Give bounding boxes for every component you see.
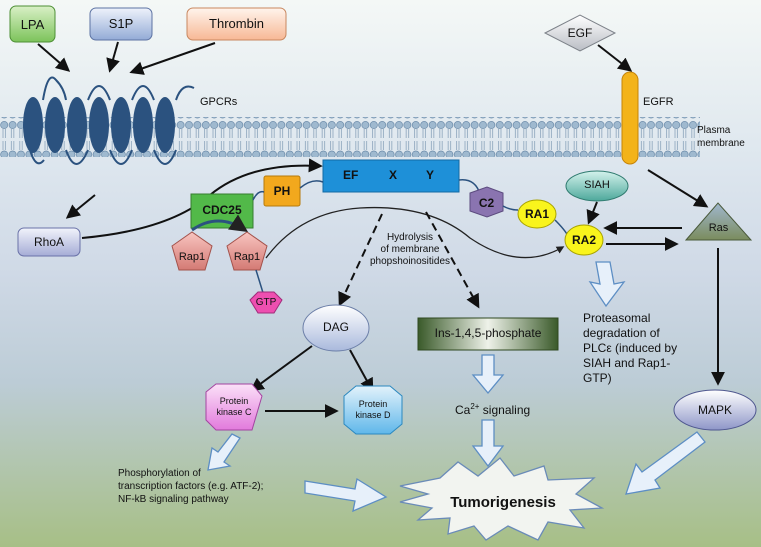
lpa-label: LPA (20, 17, 45, 32)
membrane-label-line2: membrane (697, 138, 745, 149)
hydrolysis-line3: phopshoinositides (369, 256, 451, 267)
hydrolysis-ip3-arrow (425, 211, 480, 309)
pkc-line1: Protein (219, 396, 249, 406)
pkc-line2: kinase C (216, 407, 252, 417)
rhoa-box (17, 227, 81, 257)
phospho-line2: transcription factors (e.g. ATF-2); (118, 481, 264, 492)
rap1-right-label: Rap1 (233, 251, 261, 263)
rhoa-label: RhoA (33, 235, 65, 249)
pkc-hexagon (205, 383, 263, 431)
pkd-line2: kinase D (355, 410, 391, 420)
c2-domain (469, 186, 504, 218)
degradation-line3: PLCε (induced by (583, 341, 678, 355)
egf-arrow (597, 44, 633, 72)
hydrolysis-label: Hydrolysis of membrane phopshoinositides (355, 232, 465, 268)
pkd-line1: Protein (358, 399, 388, 409)
calcium-suffix: signaling (479, 403, 531, 417)
ras-triangle (684, 202, 753, 241)
ip3-label: Ins-1,4,5-phosphate (434, 326, 542, 340)
lpa-box (9, 5, 56, 43)
gpcr-rhoa-arrow (65, 194, 96, 219)
ip3-box (417, 317, 559, 351)
thrombin-label: Thrombin (209, 16, 264, 31)
calcium-prefix: Ca (455, 403, 471, 417)
y-label: Y (426, 168, 435, 182)
mapk-label: MAPK (697, 403, 732, 417)
phospho-line3: NF-kB signaling pathway (118, 494, 229, 505)
siah-ellipse (565, 170, 629, 202)
phospho-line1: Phosphorylation of (118, 468, 201, 479)
hydrolysis-line2: of membrane (380, 244, 440, 255)
rap1-pentagon-right (226, 231, 268, 271)
ra2-label: RA2 (571, 233, 596, 247)
x-label: X (389, 168, 398, 182)
degradation-hollow-arrow (588, 261, 626, 308)
degradation-line2: degradation of (583, 326, 660, 340)
dag-ellipse (302, 304, 370, 352)
rap1-pentagon-left (171, 231, 213, 271)
pkd-hexagon (343, 385, 403, 435)
phosphorylation-label: Phosphorylation of transcription factors… (118, 467, 263, 506)
mapk-tumor-hollow-arrow (625, 431, 706, 495)
rap1-ra2-curve (265, 206, 565, 259)
degradation-line1: Proteasomal (583, 311, 651, 325)
degradation-line5: GTP) (583, 371, 612, 385)
ra1-domain (517, 199, 557, 229)
cdc25-label: CDC25 (202, 203, 242, 217)
rap1-activation-arrow (191, 214, 248, 232)
pkc-phospho-hollow-arrow (207, 433, 241, 471)
gpcrs-label: GPCRs (200, 96, 238, 108)
egf-diamond (543, 14, 617, 52)
pkd-label: Protein kinase D (344, 399, 402, 421)
s1p-arrow (106, 41, 120, 73)
c2-label: C2 (478, 196, 495, 210)
gpcr-receptor (23, 76, 195, 165)
lpa-arrow (37, 43, 71, 72)
degradation-line4: SIAH and Rap1- (583, 356, 671, 370)
ip3-ca-hollow-arrow (471, 354, 505, 395)
siah-label: SIAH (584, 179, 610, 191)
ra2-domain (564, 224, 604, 256)
calcium-superscript: 2+ (470, 402, 480, 411)
mapk-ellipse (673, 389, 757, 431)
egf-label: EGF (567, 26, 593, 40)
thrombin-box (186, 7, 287, 41)
ras-label: Ras (708, 222, 729, 234)
c2-ra1-linker (502, 205, 519, 211)
s1p-box (89, 7, 153, 41)
ca-tumor-hollow-arrow (471, 419, 505, 468)
rap1-left-label: Rap1 (178, 251, 206, 263)
ra1-label: RA1 (524, 207, 549, 221)
degradation-label: Proteasomal degradation of PLCε (induced… (583, 311, 677, 386)
tumorigenesis-label: Tumorigenesis (450, 494, 556, 511)
cdc25-ph-linker (252, 190, 265, 201)
thrombin-arrow (129, 42, 216, 75)
tumorigenesis-starburst (399, 457, 605, 541)
gtp-label: GTP (255, 297, 277, 308)
ph-label: PH (273, 184, 291, 198)
hydrolysis-dag-arrow (338, 213, 383, 307)
siah-ra2-arrow (586, 201, 600, 225)
pkc-label: Protein kinase C (206, 396, 262, 418)
egfr-label: EGFR (643, 96, 674, 108)
egfr-receptor (621, 71, 639, 165)
ef-label: EF (343, 168, 359, 182)
gtp-hexagon (249, 291, 283, 314)
phospho-tumor-hollow-arrow (304, 477, 388, 513)
egfr-ras-arrow (647, 169, 709, 208)
calcium-label: Ca2+ signaling (455, 402, 530, 417)
dag-label: DAG (322, 320, 349, 334)
dag-pkc-arrow (249, 345, 313, 392)
membrane-label-line1: Plasma (697, 125, 731, 136)
ph-domain (263, 175, 301, 207)
s1p-label: S1P (108, 16, 134, 31)
dag-pkd-arrow (349, 349, 374, 393)
hydrolysis-line1: Hydrolysis (386, 232, 434, 243)
plce-catalytic-box (322, 159, 460, 193)
ph-ef-linker (299, 180, 324, 189)
